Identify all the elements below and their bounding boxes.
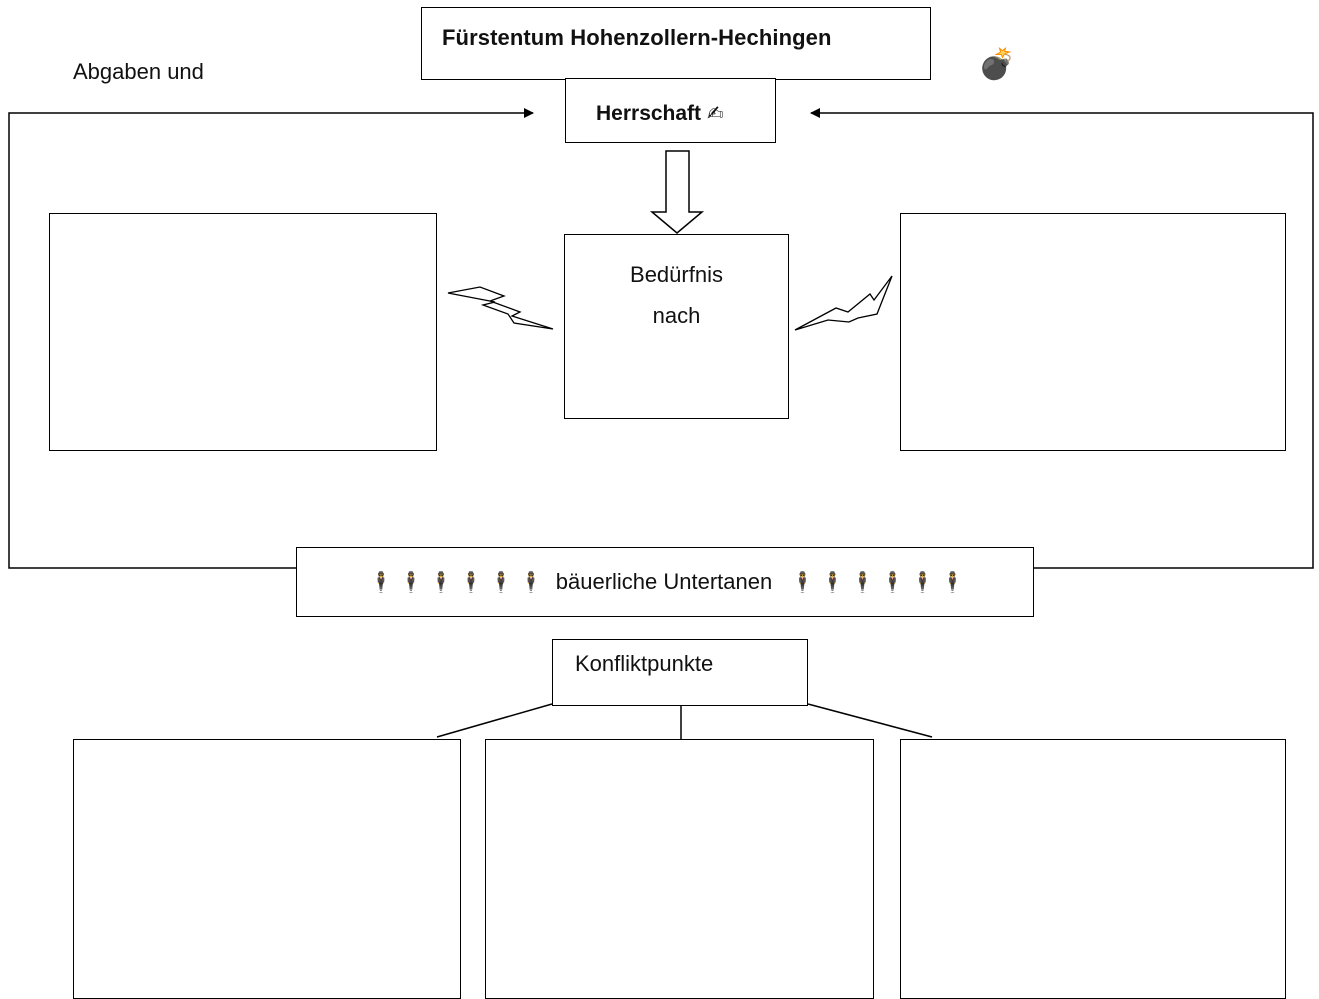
person-icon: 🕴 [910, 570, 936, 594]
beduerfnis-line-1: Bedürfnis [630, 262, 723, 287]
herrschaft-box: Herrschaft✍ [565, 78, 776, 143]
title-box: Fürstentum Hohenzollern-Hechingen [421, 7, 931, 80]
abgaben-label: Abgaben und [73, 59, 204, 84]
down-block-arrow [649, 150, 705, 234]
subjects-box: 🕴🕴🕴🕴🕴🕴 bäuerliche Untertanen 🕴🕴🕴🕴🕴🕴 [296, 547, 1034, 617]
people-group-left: 🕴🕴🕴🕴🕴🕴 [368, 570, 544, 594]
beduerfnis-line-2: nach [652, 303, 701, 328]
beduerfnis-box: Bedürfnis nach [564, 234, 789, 419]
person-icon: 🕴 [458, 570, 484, 594]
person-icon: 🕴 [880, 570, 906, 594]
person-icon: 🕴 [428, 570, 454, 594]
lightning-left [447, 286, 554, 330]
herrschaft-label: Herrschaft [596, 102, 702, 125]
konfliktpunkte-label: Konfliktpunkte [575, 651, 714, 676]
person-icon: 🕴 [518, 570, 544, 594]
konflikt-box-left [73, 739, 461, 999]
person-icon: 🕴 [488, 570, 514, 594]
konflikt-box-right [900, 739, 1286, 999]
person-icon: 🕴 [940, 570, 966, 594]
person-icon: 🕴 [790, 570, 816, 594]
left-empty-box [49, 213, 437, 451]
subjects-label: bäuerliche Untertanen [555, 569, 773, 594]
connector-konflikt-left [436, 703, 553, 738]
right-empty-box [900, 213, 1286, 451]
people-group-right: 🕴🕴🕴🕴🕴🕴 [790, 570, 966, 594]
konflikt-box-middle [485, 739, 874, 999]
diagram-title: Fürstentum Hohenzollern-Hechingen [442, 25, 832, 50]
writing-hand-icon: ✍ [707, 101, 724, 125]
person-icon: 🕴 [398, 570, 424, 594]
lightning-right [794, 275, 893, 331]
connector-lines [8, 108, 1314, 739]
person-icon: 🕴 [820, 570, 846, 594]
right-loop-arrow [810, 108, 1314, 569]
left-loop-arrow [8, 108, 534, 569]
person-icon: 🕴 [368, 570, 394, 594]
person-icon: 🕴 [850, 570, 876, 594]
bomb-icon: 💣 [978, 47, 1016, 82]
konfliktpunkte-box: Konfliktpunkte [552, 639, 808, 706]
connector-konflikt-right [807, 703, 933, 738]
